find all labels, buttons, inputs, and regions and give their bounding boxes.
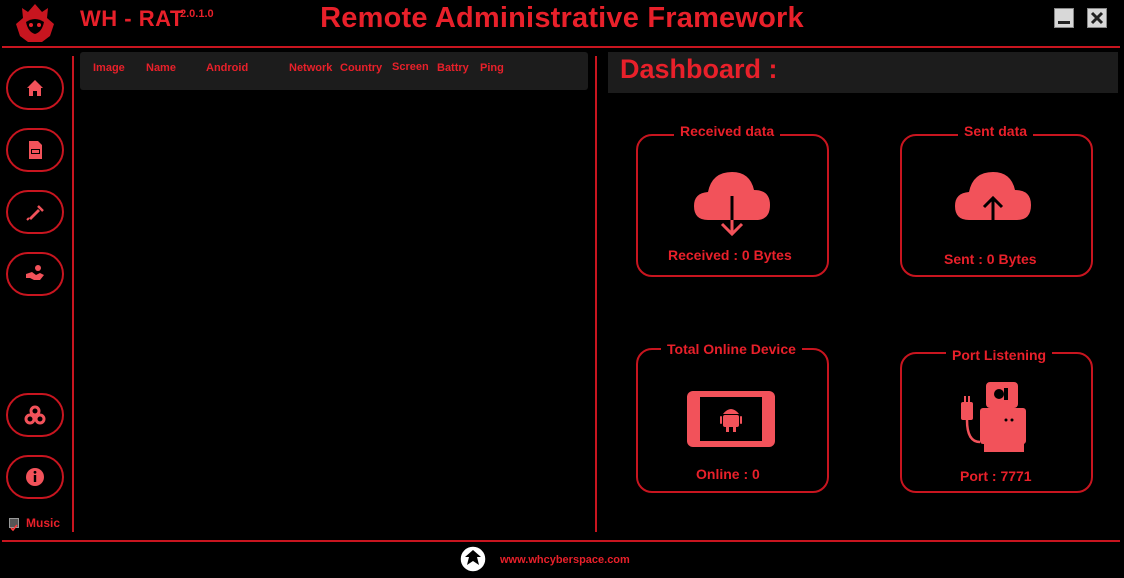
port-listening-title: Port Listening: [946, 347, 1053, 363]
info-icon: [26, 468, 44, 486]
column-header-image[interactable]: Image: [93, 62, 125, 74]
column-header-screen[interactable]: Screen: [392, 61, 429, 73]
injection-icon: [26, 205, 44, 221]
column-header-network[interactable]: Network: [289, 62, 333, 74]
shield-eagle-logo: [459, 545, 487, 573]
column-header-ping[interactable]: Ping: [480, 62, 504, 74]
music-checkbox[interactable]: [9, 518, 19, 532]
column-header-name[interactable]: Name: [146, 62, 176, 74]
received-data-value: Received : 0 Bytes: [668, 247, 792, 263]
music-label: Music: [26, 516, 61, 530]
home-icon: [27, 80, 43, 96]
header-divider: [2, 46, 1120, 48]
minimize-button[interactable]: [1054, 8, 1074, 28]
sidebar-item-inject[interactable]: [6, 190, 64, 234]
app-logo-icon: [16, 4, 54, 42]
handshake-icon: [26, 265, 44, 280]
footer-divider: [2, 540, 1120, 542]
window-title: Remote Administrative Framework: [320, 2, 804, 34]
footer-website-link[interactable]: www.whcyberspace.com: [500, 554, 630, 566]
column-header-battery[interactable]: Battry: [437, 62, 469, 74]
received-data-title: Received data: [674, 123, 781, 139]
sidebar-item-apk-builder[interactable]: [6, 128, 64, 172]
device-table-header: [80, 52, 588, 90]
device-table-body[interactable]: [80, 94, 588, 530]
sent-data-title: Sent data: [958, 123, 1034, 139]
sidebar-item-settings[interactable]: [6, 393, 64, 437]
cloud-download-icon: [694, 172, 770, 237]
online-devices-title: Total Online Device: [661, 341, 802, 357]
sidebar-item-about[interactable]: [6, 455, 64, 499]
sidebar-item-home[interactable]: [6, 66, 64, 110]
sidebar-item-partners[interactable]: [6, 252, 64, 296]
dashboard-header: [608, 52, 1118, 93]
sent-data-value: Sent : 0 Bytes: [944, 251, 1037, 267]
settings-gears-icon: [24, 405, 46, 425]
column-header-country[interactable]: Country: [340, 62, 383, 74]
close-icon: [1090, 11, 1104, 25]
dashboard-title: Dashboard :: [620, 54, 778, 84]
android-phone-icon: [687, 391, 775, 447]
cloud-upload-icon: [955, 172, 1031, 228]
content-divider: [595, 56, 597, 532]
sidebar-divider: [72, 56, 74, 532]
minimize-icon: [1058, 21, 1070, 24]
app-version: 2.0.1.0: [180, 8, 214, 20]
port-listening-value: Port : 7771: [960, 468, 1032, 484]
app-name: WH - RAT: [80, 6, 184, 31]
plug-socket-icon: [961, 382, 1026, 452]
close-button[interactable]: [1087, 8, 1107, 28]
column-header-android[interactable]: Android: [206, 62, 249, 74]
online-devices-value: Online : 0: [696, 466, 760, 482]
apk-file-icon: [29, 141, 42, 159]
